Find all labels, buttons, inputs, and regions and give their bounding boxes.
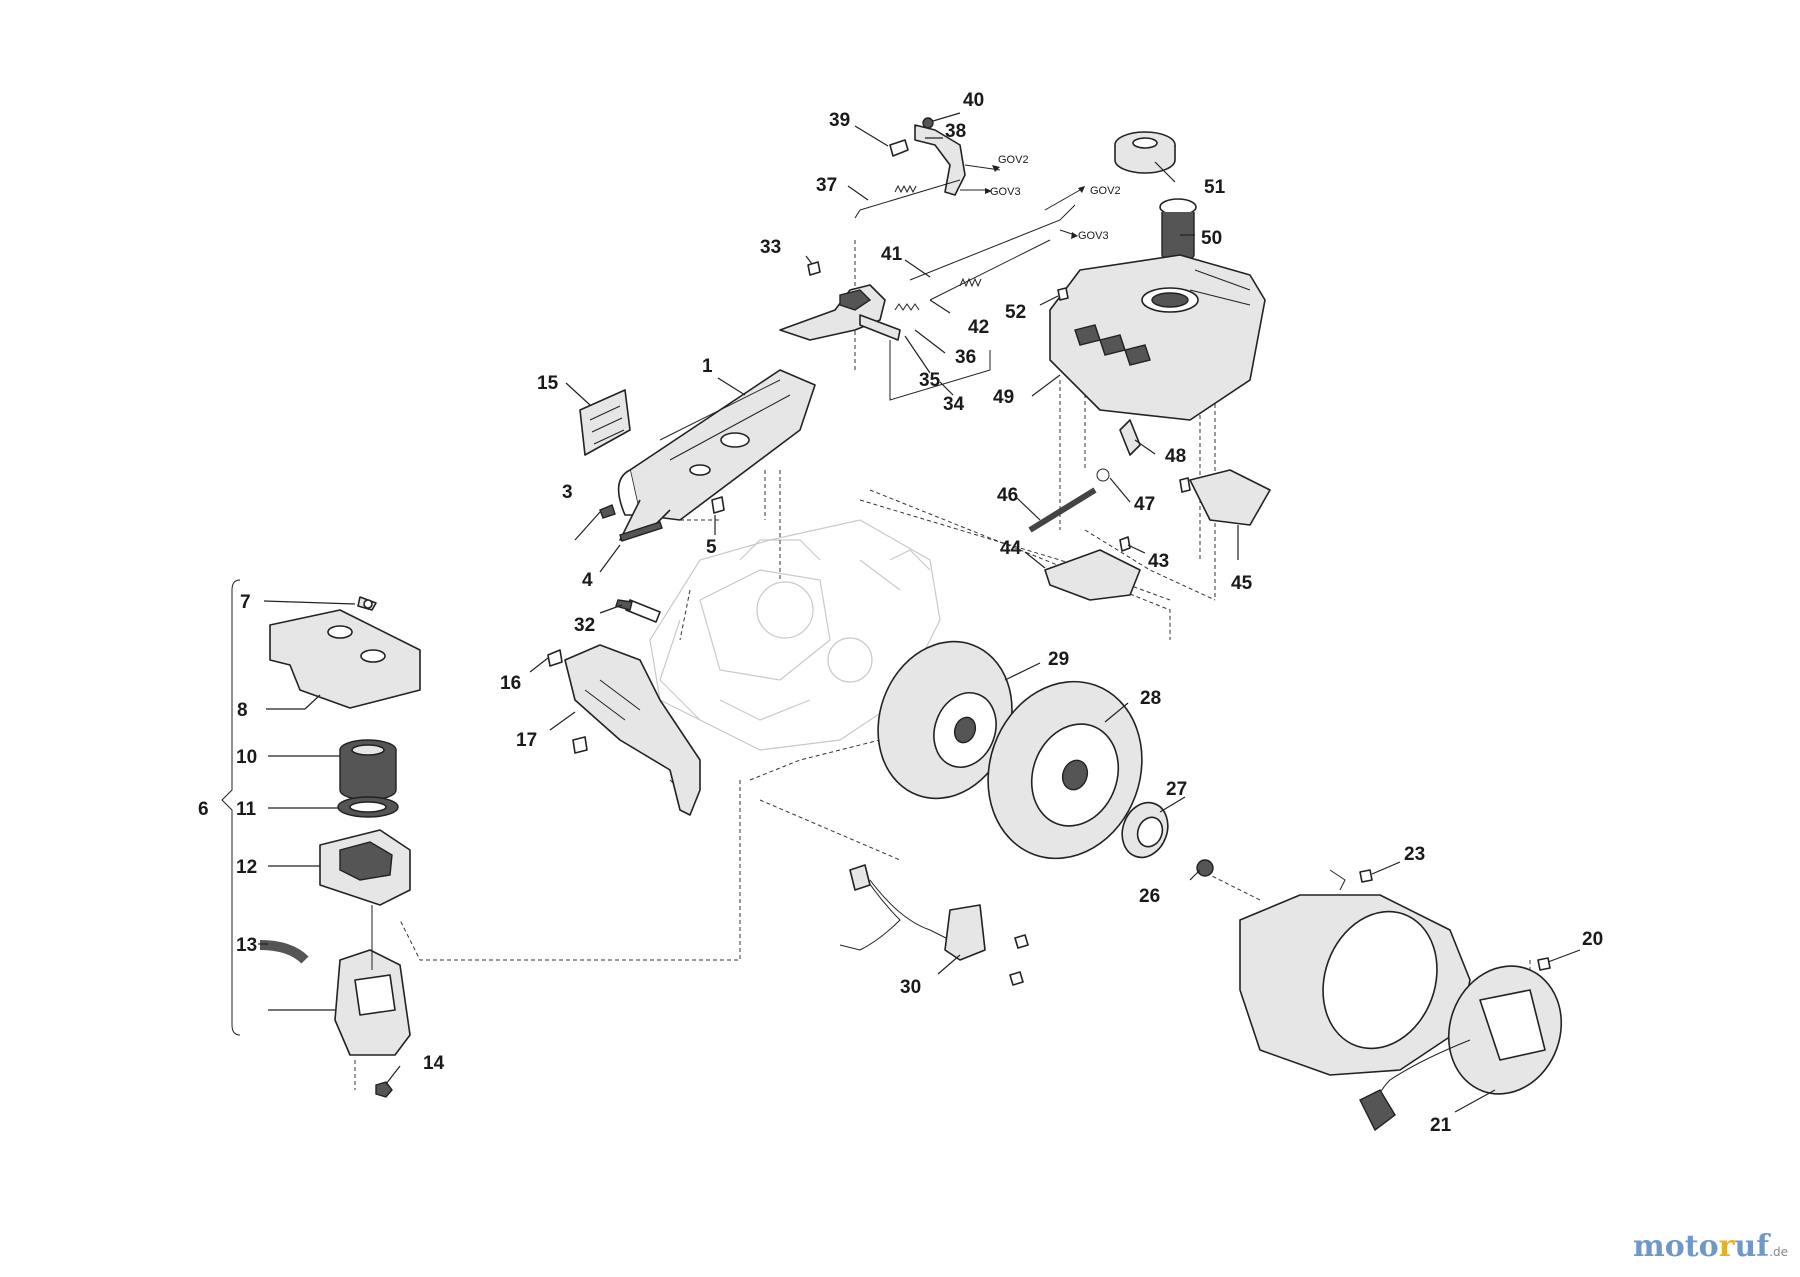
- part-number-42: 42: [968, 317, 989, 338]
- fuel-tank-assembly: [1028, 131, 1271, 601]
- part-number-3: 3: [562, 482, 573, 503]
- part-number-49: 49: [993, 387, 1014, 408]
- part-number-4: 4: [582, 570, 593, 591]
- part-number-12: 12: [236, 857, 257, 878]
- part-number-14: 14: [423, 1053, 445, 1074]
- part-number-51: 51: [1204, 177, 1226, 198]
- part-number-50: 50: [1201, 228, 1222, 249]
- part-number-17: 17: [516, 730, 537, 751]
- part-number-33: 33: [760, 237, 781, 258]
- part-number-48: 48: [1165, 446, 1186, 467]
- part-number-47: 47: [1134, 494, 1155, 515]
- part-number-30: 30: [900, 977, 921, 998]
- part-number-45: 45: [1231, 573, 1253, 594]
- part-number-16: 16: [500, 673, 521, 694]
- part-number-26: 26: [1139, 886, 1160, 907]
- part-number-1: 1: [702, 356, 713, 377]
- gov2-ref-upper: GOV2: [998, 154, 1029, 166]
- part-number-7: 7: [240, 592, 251, 613]
- gov-arrowheads: [985, 165, 1085, 239]
- air-filter-assembly: [221, 579, 421, 1098]
- part-number-34: 34: [943, 394, 965, 415]
- watermark-logo: motoruf.de: [1633, 1229, 1788, 1264]
- part-number-43: 43: [1148, 551, 1169, 572]
- gov3-ref-lower: GOV3: [1078, 230, 1109, 242]
- part-number-44: 44: [1000, 538, 1022, 559]
- part-number-labels: 1 3 4 5 6 7 8 10 11 12 13 14 15 16 17 20…: [198, 90, 1603, 1136]
- part-number-32: 32: [574, 615, 595, 636]
- part-number-39: 39: [829, 110, 850, 131]
- part-number-35: 35: [919, 370, 941, 391]
- watermark-part-3: uf: [1734, 1229, 1770, 1264]
- part-number-5: 5: [706, 537, 717, 558]
- muffler-assembly: [579, 369, 816, 542]
- watermark-tld: .de: [1769, 1245, 1788, 1259]
- part-number-36: 36: [955, 347, 976, 368]
- ignition-module-assembly: [839, 864, 1029, 986]
- gov2-ref-lower: GOV2: [1090, 185, 1121, 197]
- part-number-15: 15: [537, 373, 559, 394]
- part-number-37: 37: [816, 175, 837, 196]
- cylinder-shroud-assembly: [547, 599, 701, 816]
- leader-lines: [258, 112, 1581, 1113]
- part-number-13: 13: [236, 935, 257, 956]
- part-number-29: 29: [1048, 649, 1069, 670]
- part-number-10: 10: [236, 747, 257, 768]
- part-number-41: 41: [881, 244, 903, 265]
- part-number-20: 20: [1582, 929, 1603, 950]
- governor-linkage: [779, 117, 1081, 401]
- part-number-23: 23: [1404, 844, 1425, 865]
- part-number-27: 27: [1166, 779, 1187, 800]
- flywheel-assembly: [877, 640, 1214, 877]
- part-number-28: 28: [1140, 688, 1161, 709]
- gov3-ref-upper: GOV3: [990, 186, 1021, 198]
- starter-assembly: [1239, 869, 1563, 1132]
- part-number-6: 6: [198, 799, 209, 820]
- watermark-part-2: r: [1718, 1229, 1735, 1264]
- part-number-40: 40: [963, 90, 984, 111]
- watermark-part-1: moto: [1633, 1229, 1719, 1264]
- part-number-46: 46: [997, 485, 1018, 506]
- part-number-52: 52: [1005, 302, 1026, 323]
- part-number-8: 8: [237, 700, 248, 721]
- part-number-38: 38: [945, 121, 966, 142]
- part-number-11: 11: [236, 799, 257, 820]
- part-number-21: 21: [1430, 1115, 1452, 1136]
